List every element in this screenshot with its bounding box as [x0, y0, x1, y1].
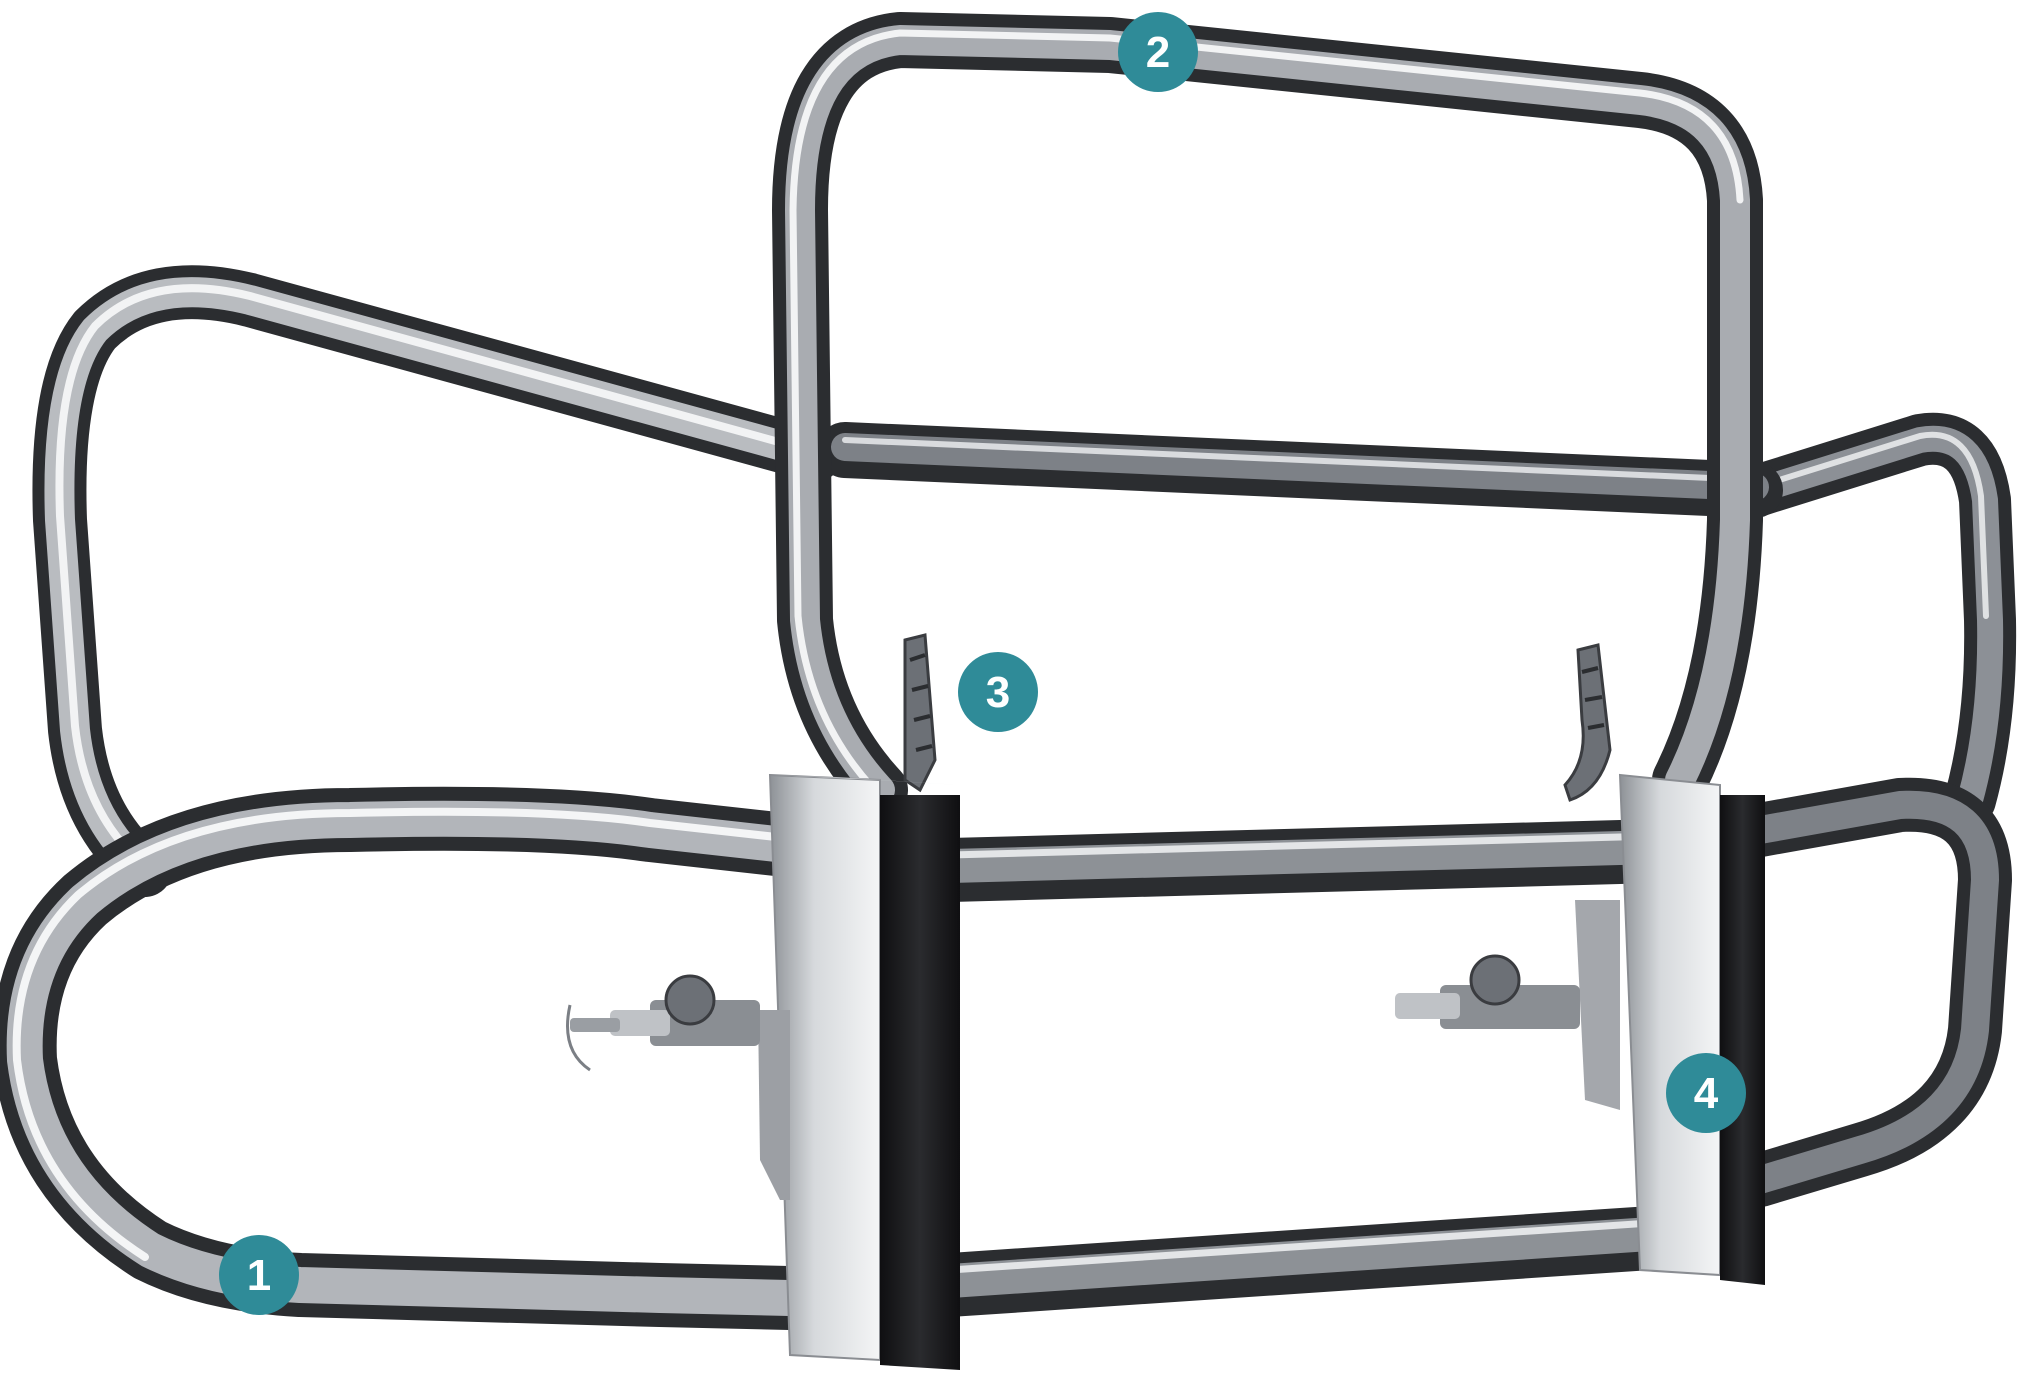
center-upper-bar — [918, 818, 1727, 902]
callout-4-label: 4 — [1694, 1069, 1719, 1118]
center-lower-bar — [918, 1203, 1727, 1317]
callout-1-label: 1 — [247, 1251, 271, 1300]
callout-2: 2 — [1118, 12, 1198, 92]
center-cross-bar — [817, 422, 1783, 518]
callout-4: 4 — [1666, 1053, 1746, 1133]
right-upper-hoop — [1734, 412, 2017, 826]
top-center-hoop — [772, 12, 1763, 818]
callout-3-label: 3 — [986, 668, 1010, 717]
right-lower-hoop — [1733, 777, 2012, 1207]
callout-3: 3 — [958, 652, 1038, 732]
callout-2-label: 2 — [1146, 28, 1170, 77]
left-mounting-bracket — [758, 773, 960, 1370]
left-lower-hoop — [0, 786, 907, 1332]
left-pin — [566, 974, 760, 1072]
right-mounting-bracket — [1575, 773, 1765, 1285]
latch-right — [1563, 643, 1612, 802]
latch-left — [903, 633, 937, 793]
right-pin — [1395, 954, 1580, 1029]
callout-1: 1 — [219, 1235, 299, 1315]
left-upper-hoop — [32, 265, 842, 897]
